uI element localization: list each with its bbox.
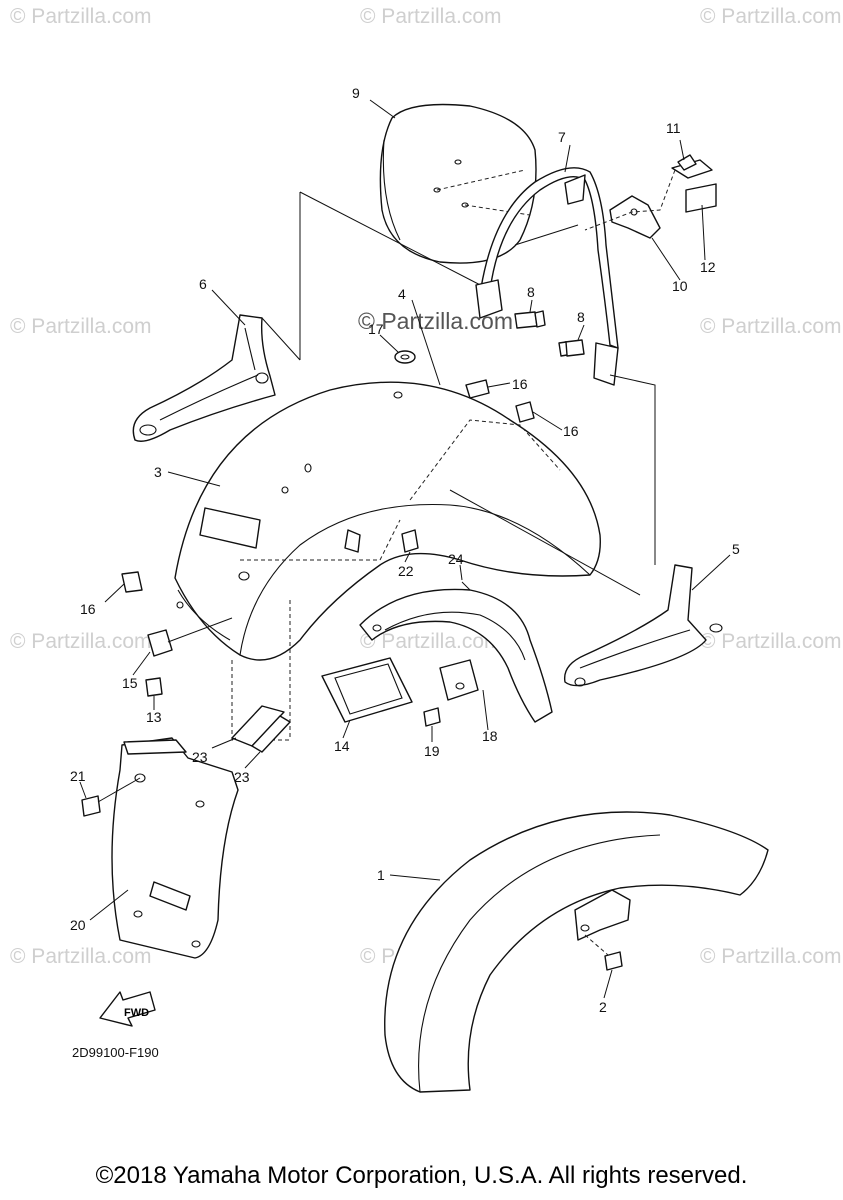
callout-11: 11 — [666, 120, 681, 136]
copyright-notice: ©2018 Yamaha Motor Corporation, U.S.A. A… — [95, 1162, 748, 1189]
watermark: © Partzilla.com — [10, 945, 152, 968]
pad-23 — [231, 705, 291, 753]
watermark: © Partzilla.com — [700, 5, 842, 28]
callout-9: 9 — [352, 85, 360, 101]
callout-7: 7 — [558, 129, 566, 145]
callout-2: 2 — [599, 999, 607, 1015]
callout-8a: 8 — [527, 284, 535, 300]
callout-16b: 16 — [563, 423, 579, 439]
grommet-16-upper — [465, 379, 490, 399]
mud-guard-20 — [111, 737, 239, 959]
callout-5: 5 — [732, 541, 740, 557]
left-stay — [132, 314, 276, 442]
watermark: © Partzilla.com — [10, 315, 152, 338]
watermark: © Partzilla.com — [360, 5, 502, 28]
reflector-14 — [321, 657, 413, 723]
watermark: © Partzilla.com — [360, 630, 502, 653]
callout-8b: 8 — [577, 309, 585, 325]
fwd-arrow-icon: FWD — [99, 991, 156, 1027]
callout-3: 3 — [154, 464, 162, 480]
rear-fender — [174, 381, 601, 661]
callout-23a: 23 — [192, 749, 208, 765]
inner-fender-18 — [359, 588, 553, 723]
callout-19: 19 — [424, 743, 440, 759]
front-fender-1 — [384, 811, 769, 1093]
bolt-19 — [423, 707, 441, 727]
backrest-pad — [379, 103, 537, 264]
watermark: © Partzilla.com — [700, 315, 842, 338]
callout-15: 15 — [122, 675, 138, 691]
callout-17: 17 — [368, 321, 384, 337]
callout-10: 10 — [672, 278, 688, 294]
watermark: © Partzilla.com — [10, 5, 152, 28]
watermark: © Partzilla.com — [700, 630, 842, 653]
callout-14: 14 — [334, 738, 350, 754]
callout-16a: 16 — [512, 376, 528, 392]
callout-23b: 23 — [234, 769, 250, 785]
callout-16c: 16 — [80, 601, 96, 617]
grommet-16-left — [121, 571, 143, 593]
bolt-21 — [81, 777, 141, 817]
diagram-code: 2D99100-F190 — [72, 1045, 159, 1060]
bolt-8-lower — [558, 339, 585, 357]
callout-6: 6 — [199, 276, 207, 292]
callout-13: 13 — [146, 709, 162, 725]
watermark: © Partzilla.com — [10, 630, 152, 653]
callout-24: 24 — [448, 551, 464, 567]
grommet-15 — [147, 617, 233, 657]
callout-1: 1 — [377, 867, 385, 883]
backrest-bar — [475, 167, 619, 386]
bolt-8-upper — [514, 310, 546, 329]
clip-22 — [401, 529, 419, 553]
callout-21: 21 — [70, 768, 86, 784]
watermark: © Partzilla.com — [700, 945, 842, 968]
callout-20: 20 — [70, 917, 86, 933]
washer-17 — [394, 350, 416, 364]
right-stay — [563, 564, 723, 687]
callout-4: 4 — [398, 286, 406, 302]
bracket-assembly — [584, 154, 717, 239]
callout-12: 12 — [700, 259, 716, 275]
fwd-label: FWD — [124, 1007, 149, 1019]
grommet-16-mid — [515, 401, 535, 423]
bolt-2 — [584, 934, 623, 971]
callout-18: 18 — [482, 728, 498, 744]
callout-22: 22 — [398, 563, 414, 579]
bolt-13 — [145, 677, 163, 697]
